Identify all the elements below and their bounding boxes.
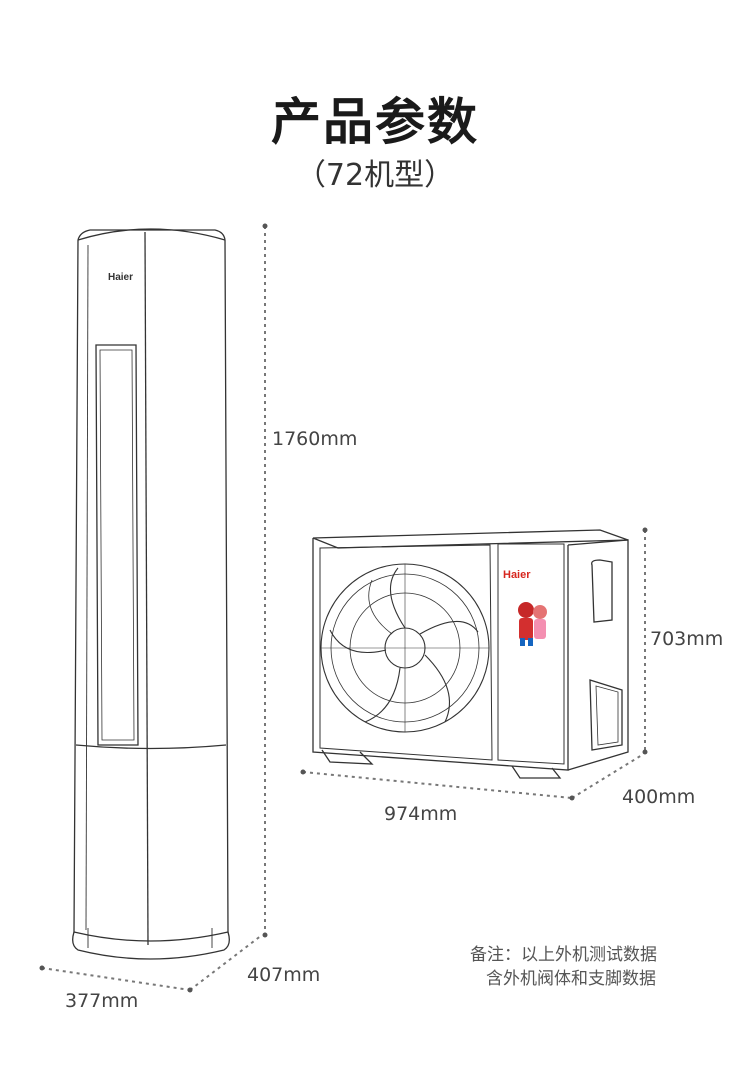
footnote-line-1: 备注：以上外机测试数据 [470, 945, 657, 965]
outdoor-height-label: 703mm [650, 628, 724, 650]
indoor-height-top-marker [262, 223, 268, 229]
indoor-logo: Haier [108, 272, 133, 283]
indoor-depth-line [189, 934, 263, 991]
mascot-icon [518, 602, 547, 646]
indoor-depth-label: 407mm [247, 964, 321, 986]
footnote: 备注：以上外机测试数据 含外机阀体和支脚数据 [470, 943, 710, 991]
outdoor-width-label: 974mm [384, 803, 458, 825]
outdoor-logo: Haier [503, 569, 531, 581]
page-title: 产品参数 [271, 93, 479, 151]
indoor-width-line [41, 967, 191, 991]
outdoor-unit [312, 529, 629, 779]
indoor-width-label: 377mm [65, 990, 139, 1012]
fan-guard [320, 563, 490, 733]
page-subtitle: （72机型） [295, 158, 455, 193]
footnote-line-2: 含外机阀体和支脚数据 [486, 969, 656, 989]
outdoor-width-line [302, 771, 573, 799]
outdoor-depth-label: 400mm [622, 786, 696, 808]
indoor-height-bottom-marker [262, 932, 268, 938]
indoor-height-label: 1760mm [272, 428, 358, 450]
indoor-unit [72, 228, 230, 960]
